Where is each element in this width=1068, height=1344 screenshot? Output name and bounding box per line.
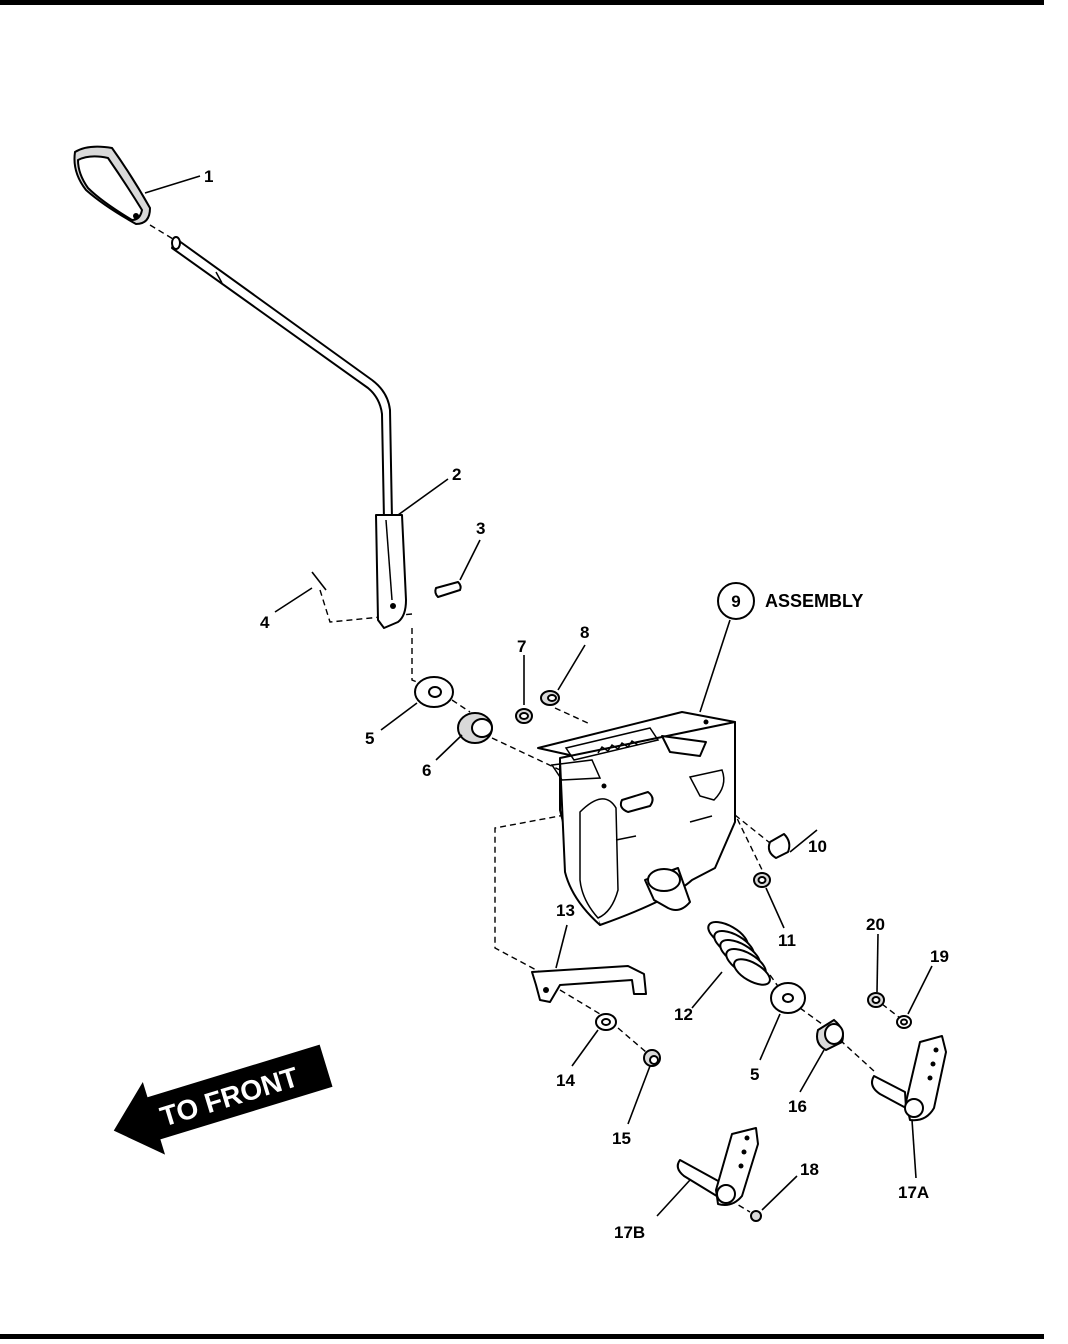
assembly-number: 9 [731,592,740,611]
cap-screw [643,1049,661,1067]
callout-4: 4 [260,613,270,632]
callout-1: 1 [204,167,213,186]
assembly-circle [717,582,755,620]
lever-rod [171,236,407,629]
callout-17a: 17A [898,1183,929,1202]
callout-3: 3 [476,519,485,538]
callout-15: 15 [612,1129,631,1148]
bushing [457,712,493,744]
top-rule [0,0,1044,5]
bracket-assembly [537,711,736,926]
washer-2 [770,982,806,1014]
callout-12: 12 [674,1005,693,1024]
flange-bolt [540,690,560,706]
lever-arm-17a [871,1035,947,1122]
callout-10: 10 [808,837,827,856]
assembly-label: 9 ASSEMBLY [717,582,863,620]
nut-20 [867,992,885,1008]
callout-6: 6 [422,761,431,780]
callout-5: 5 [365,729,374,748]
leader-lines [144,175,933,1217]
callout-18: 18 [800,1160,819,1179]
bushing-2 [816,1018,844,1052]
to-front-arrow: TO FRONT [113,1044,333,1155]
lock-nut [515,708,533,724]
set-screw [750,1210,762,1222]
callout-20: 20 [866,915,885,934]
washer-19 [896,1015,912,1029]
callout-8: 8 [580,623,589,642]
callout-2: 2 [452,465,461,484]
handle-grip [73,145,152,226]
callout-16: 16 [788,1097,807,1116]
callout-5-second: 5 [750,1065,759,1084]
callout-19: 19 [930,947,949,966]
assembly-text: ASSEMBLY [765,591,863,611]
callout-13: 13 [556,901,575,920]
to-front-label: TO FRONT [157,1061,302,1132]
cotter-pin [311,571,327,591]
compression-spring [707,921,771,986]
callout-11: 11 [778,931,796,950]
roll-pin [767,833,791,859]
callout-labels: 1 2 3 4 5 6 7 8 10 11 12 13 14 15 5 16 1… [204,167,949,1242]
callout-17b: 17B [614,1223,645,1242]
lever-arm-17b [676,1127,759,1206]
hex-nut [753,872,771,888]
assembly-lines [149,224,901,1213]
washer [414,676,454,708]
arrow-shape [113,1044,333,1155]
clevis-pin [434,581,462,598]
small-washer [595,1013,617,1031]
mounting-bracket [531,965,647,1003]
bottom-rule [0,1334,1044,1339]
callout-7: 7 [517,637,526,656]
callout-14: 14 [556,1071,575,1090]
